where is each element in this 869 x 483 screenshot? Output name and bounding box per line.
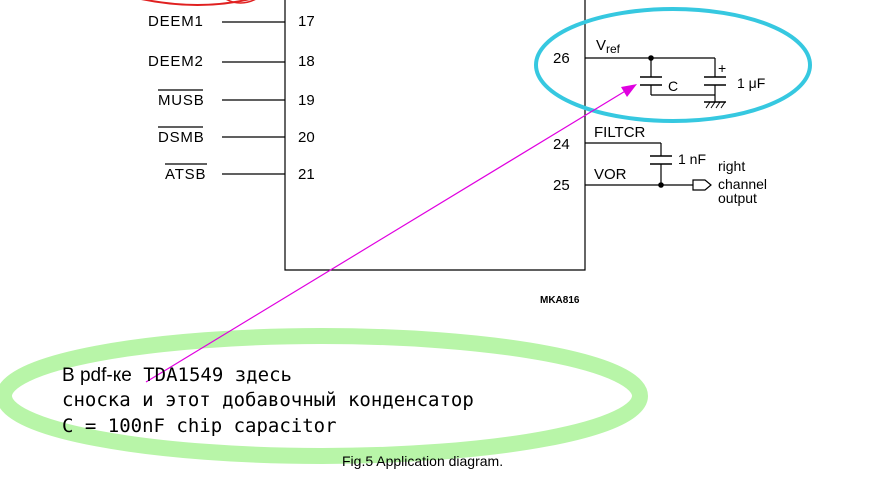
pin-number: 24 [553,136,570,153]
vref-label: Vref [596,37,621,56]
pin-number: 20 [298,129,315,146]
pin-number: 19 [298,92,315,109]
output-connector-icon [692,179,712,191]
cap-c-label: C [668,78,678,94]
pin-number: 25 [553,177,570,194]
left-pin-atsb: ATSB 21 [165,163,315,183]
note-line-1: В pdf-ке TDA1549 здесь [62,364,292,386]
cap-plus-sign: + [718,60,726,76]
top-red-mark [141,0,251,6]
note-line-3: C = 100nF chip capacitor [62,415,337,437]
pin-number: 21 [298,166,315,183]
pin-label: DEEM1 [148,13,204,30]
pin-label: DEEM2 [148,53,204,70]
note-line-2: сноска и этот добавочный конденсатор [62,389,474,411]
annotation-arrow [145,84,637,383]
figure-caption: Fig.5 Application diagram. [342,453,503,469]
cap-1nf-label: 1 nF [678,151,706,167]
vref-highlight-ellipse [534,7,812,123]
pin-label: DSMB [158,129,205,146]
left-pin-musb: MUSB 19 [158,89,315,109]
pin-number: 17 [298,13,315,30]
top-red-mark-inner [226,0,256,4]
left-pin-dsmb: DSMB 20 [158,126,315,146]
ic-body [284,0,586,271]
pin-number: 18 [298,53,315,70]
ground-icon [704,101,726,109]
pin-25-vor: 25 VOR right channel output [553,158,767,206]
note-highlight-ellipse [0,328,648,464]
left-pin-deem2: DEEM2 18 [148,53,315,70]
pin-label: MUSB [158,92,205,109]
junction-dot [658,182,664,188]
pin-number: 26 [553,50,570,67]
net-label: VOR [594,166,627,183]
pin-24-filtcr: 24 FILTCR 1 nF [553,124,706,185]
cap-1uf-label: 1 μF [737,75,765,91]
pin-label: ATSB [165,166,206,183]
pin-26-vref-network: 26 Vref C + 1 μF [553,37,765,109]
left-pin-deem1: DEEM1 17 [148,13,315,30]
figure-code: MKA816 [540,295,580,306]
net-label: FILTCR [594,124,646,141]
output-label-line2: channel [718,176,767,192]
output-label-line1: right [718,158,745,174]
arrow-head-icon [621,84,637,97]
output-label-line3: output [718,190,757,206]
